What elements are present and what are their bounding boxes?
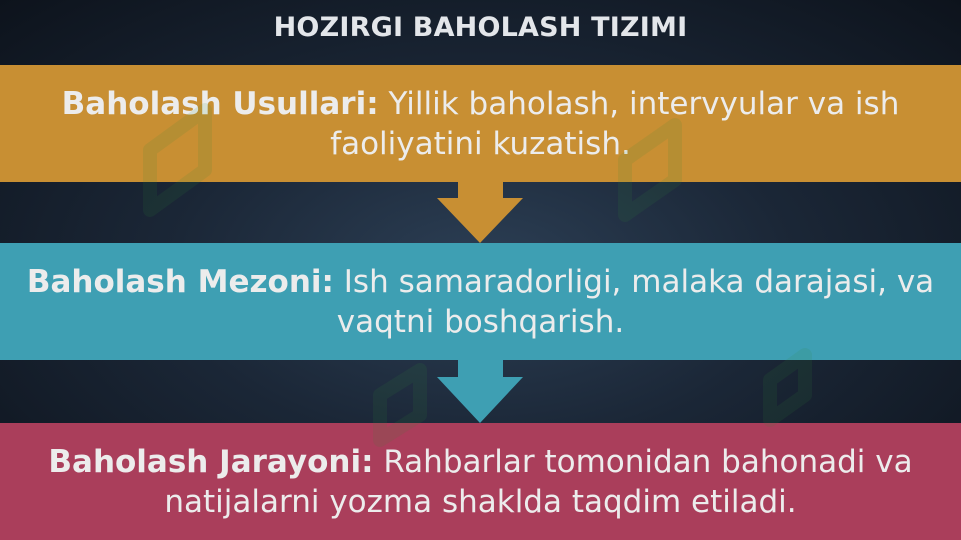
step-mezoni-desc: Ish samaradorligi, malaka darajasi, va v… <box>333 263 935 340</box>
step-jarayoni-text: Baholash Jarayoni: Rahbarlar tomonidan b… <box>12 442 949 522</box>
step-mezoni: Baholash Mezoni: Ish samaradorligi, mala… <box>0 243 961 360</box>
step-usullari-text: Baholash Usullari: Yillik baholash, inte… <box>12 84 949 164</box>
step-mezoni-text: Baholash Mezoni: Ish samaradorligi, mala… <box>12 262 949 342</box>
step-jarayoni-label: Baholash Jarayoni: <box>48 443 374 480</box>
diagram-title: HOZIRGI BAHOLASH TIZIMI <box>273 12 688 43</box>
step-jarayoni: Baholash Jarayoni: Rahbarlar tomonidan b… <box>0 423 961 540</box>
step-jarayoni-desc: Rahbarlar tomonidan bahonadi va natijala… <box>164 443 913 520</box>
step-usullari-desc: Yillik baholash, intervyular va ish faol… <box>330 85 900 162</box>
step-usullari: Baholash Usullari: Yillik baholash, inte… <box>0 65 961 182</box>
step-usullari-label: Baholash Usullari: <box>61 85 379 122</box>
step-mezoni-label: Baholash Mezoni: <box>26 263 334 300</box>
